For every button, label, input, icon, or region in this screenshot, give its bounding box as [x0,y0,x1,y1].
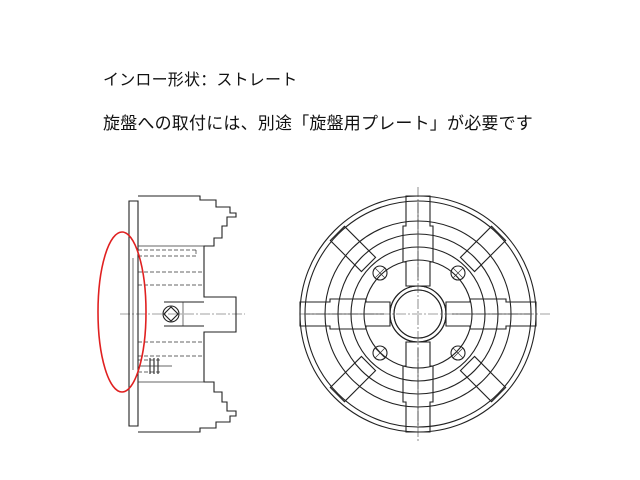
center-bore-inner-top [393,289,443,339]
chuck-jaws [299,195,537,433]
spigot-highlight-ellipse [97,231,147,393]
jaw-screw-upper-right [450,265,466,281]
pinion-square-socket [163,306,179,322]
chuck-body-outline [138,195,237,433]
slot-upper-left [329,225,377,273]
chuck-side-view [97,195,245,433]
jaw-screw-lower-right [450,345,466,361]
spigot-shape-text: インロー形状：ストレート [103,70,298,89]
jaw-left [299,298,391,330]
diagonal-slots [329,225,507,403]
slot-upper-right [459,225,507,273]
slot-lower-left [329,355,377,403]
slot-lower-right [459,355,507,403]
chuck-front-view [299,187,552,441]
spigot-plate [128,200,139,427]
pinion-head [162,305,180,323]
jaw-top [402,195,434,287]
jaw-screw-upper-left [372,265,388,281]
jaw-screws [372,265,466,361]
jaw-right [445,298,537,330]
jaw-screw-lower-left [372,345,388,361]
mounting-note-text: 旋盤への取付には、別途「旋盤用プレート」が必要です [103,114,533,134]
jaw-bottom [402,341,434,433]
chuck-rim-inner [304,200,532,428]
center-bore-outer-top [389,285,447,343]
